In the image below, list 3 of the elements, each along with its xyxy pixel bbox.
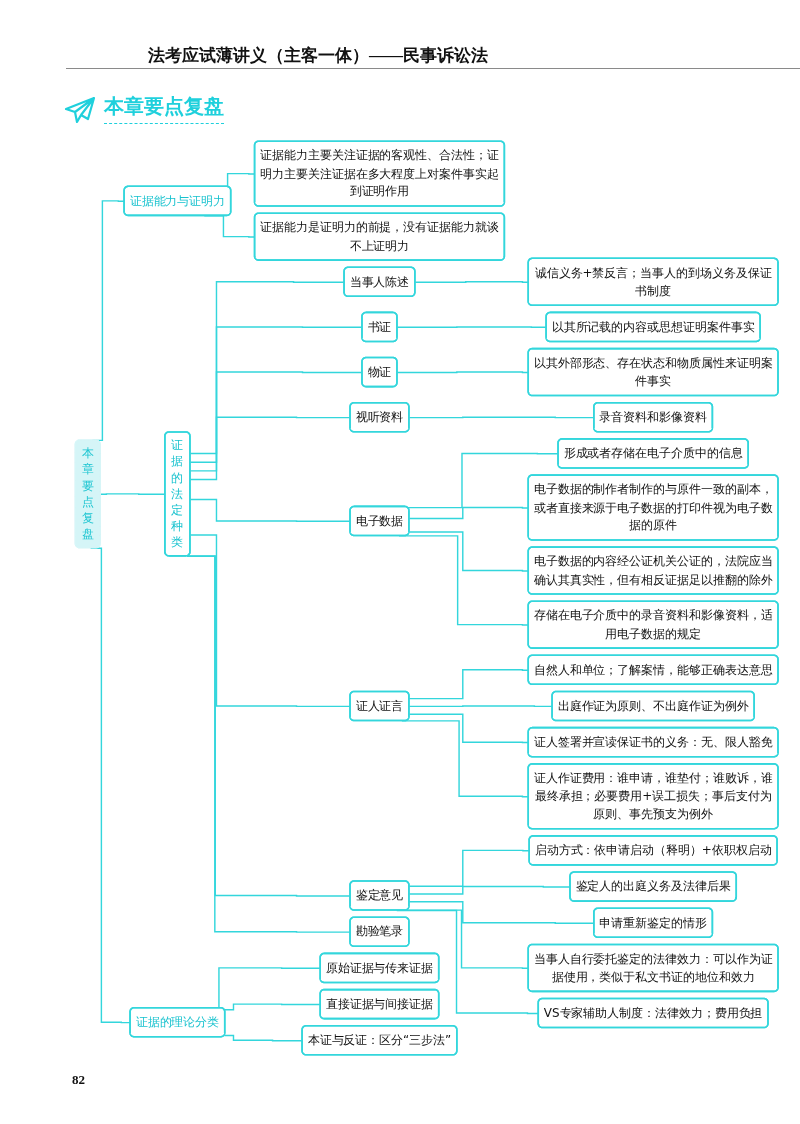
page-number: 82 [72,1072,85,1088]
running-header: 法考应试薄讲义（主客一体）——民事诉讼法 [148,45,488,67]
section-title: 本章要点复盘 [104,93,224,124]
